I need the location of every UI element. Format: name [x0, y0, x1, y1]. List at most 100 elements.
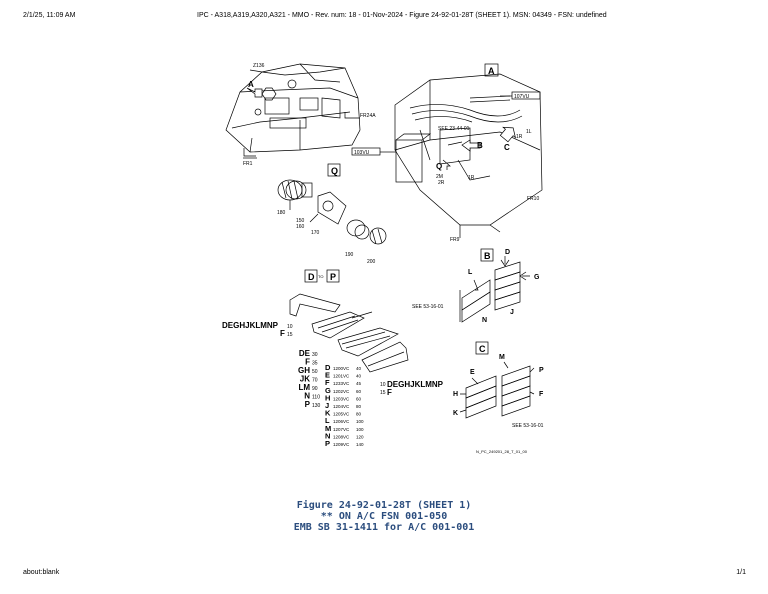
label-103vu: 103VU: [354, 150, 370, 156]
part-letter-right: G: [325, 386, 331, 395]
part-item-right: 45: [356, 381, 362, 386]
cockpit-overview: [225, 63, 361, 157]
footer-page: 1/1: [736, 569, 746, 576]
part-item-left: 30: [312, 352, 318, 358]
part-vc-right: 1200VC: [333, 366, 350, 371]
part-letter-left: LM: [298, 383, 310, 392]
label-view-a: A: [248, 80, 254, 89]
part-letter-right: F: [325, 378, 330, 387]
label-see-c: SEE 53-16-01: [512, 423, 544, 429]
label-107vu: 107VU: [514, 94, 530, 100]
part-item-left: 130: [312, 403, 321, 409]
part-vc-right: 1209VC: [333, 442, 350, 447]
part-item-right: 140: [356, 442, 364, 447]
svg-text:F: F: [280, 329, 285, 338]
part-letter-right: H: [325, 393, 330, 402]
svg-text:10: 10: [380, 382, 386, 388]
svg-text:2R: 2R: [438, 180, 445, 186]
svg-text:F: F: [387, 388, 392, 397]
part-item-left: 35: [312, 361, 318, 367]
label-degh-left: DEGHJKLMNP: [222, 321, 279, 330]
svg-text:M: M: [499, 354, 505, 361]
figure-caption-title: Figure 24-92-01-28T (SHEET 1): [296, 500, 472, 511]
svg-text:K: K: [453, 410, 458, 417]
label-107vu-box: [511, 91, 541, 100]
part-vc-right: 1207VC: [333, 427, 350, 432]
part-item-right: 100: [356, 419, 364, 424]
label-see-b: SEE 53-16-01: [412, 304, 444, 310]
part-letter-right: L: [325, 416, 330, 425]
label-view-b: B: [477, 141, 483, 150]
part-item-left: 90: [312, 386, 318, 392]
part-vc-right: 1206VC: [333, 419, 350, 424]
svg-text:Q: Q: [331, 166, 338, 176]
part-letter-right: K: [325, 409, 331, 418]
view-c-relays: [465, 365, 531, 419]
part-item-right: 80: [356, 404, 362, 409]
part-vc-right: 1201VC: [333, 374, 350, 379]
part-item-right: 80: [356, 412, 362, 417]
print-datetime: 2/1/25, 11:09 AM: [23, 12, 76, 19]
label-z136: Z136: [253, 63, 265, 69]
document-title: IPC - A318,A319,A320,A321 - MMO - Rev. n…: [197, 12, 607, 19]
label-fr9: FR9: [450, 237, 460, 243]
svg-text:10: 10: [287, 324, 293, 330]
footer-url: about:blank: [23, 569, 60, 576]
part-item-right: 60: [356, 389, 362, 394]
svg-text:B: B: [484, 251, 491, 261]
part-item-right: 120: [356, 434, 364, 439]
part-item-left: 50: [312, 369, 318, 375]
part-item-left: 70: [312, 378, 318, 384]
label-fr24a: FR24A: [360, 113, 376, 119]
label-see-23: SEE 23-44-01: [438, 126, 470, 132]
part-item-right: 60: [356, 396, 362, 401]
svg-text:H: H: [453, 391, 458, 398]
part-letter-right: D: [325, 363, 331, 372]
svg-text:TO: TO: [318, 274, 323, 279]
label-fr10: FR10: [527, 196, 539, 202]
figure-caption-sb: EMB SB 31-1411 for A/C 001-001: [293, 522, 475, 533]
view-c-box: [475, 341, 489, 355]
part-letter-right: J: [325, 401, 329, 410]
view-q-connector: [277, 179, 387, 245]
part-item-right: 100: [356, 427, 364, 432]
view-a-box: [484, 63, 499, 77]
svg-text:D: D: [308, 272, 315, 282]
part-vc-right: 1202VC: [333, 389, 350, 394]
view-a-panel: [394, 73, 543, 238]
svg-text:200: 200: [367, 259, 376, 265]
part-letter-left: F: [305, 358, 310, 367]
svg-text:P: P: [330, 272, 336, 282]
part-item-left: 110: [312, 395, 320, 401]
part-vc-right: 1203VC: [333, 396, 350, 401]
part-vc-right: 1205VC: [333, 412, 350, 417]
part-vc-right: 1233VC: [333, 381, 350, 386]
label-fr1: FR1: [243, 161, 253, 167]
figure-caption-effectivity: ** ON A/C FSN 001-050: [320, 511, 448, 522]
svg-text:G: G: [534, 274, 540, 281]
part-letter-right: N: [325, 431, 330, 440]
view-b-box: [480, 248, 494, 262]
svg-text:1R: 1R: [516, 134, 523, 140]
part-letter-right: P: [325, 439, 330, 448]
svg-text:P: P: [539, 367, 544, 374]
label-view-c: C: [504, 143, 510, 152]
svg-text:190: 190: [345, 252, 354, 258]
part-vc-right: 1208VC: [333, 434, 350, 439]
svg-text:160: 160: [296, 224, 305, 230]
part-vc-right: 1204VC: [333, 404, 350, 409]
svg-text:180: 180: [277, 210, 286, 216]
part-letter-left: GH: [298, 366, 310, 375]
svg-text:1L: 1L: [526, 129, 532, 135]
part-letter-left: JK: [300, 375, 310, 384]
part-letter-left: DE: [299, 349, 311, 358]
svg-text:170: 170: [311, 230, 320, 236]
label-view-q: Q: [436, 162, 442, 171]
svg-text:J: J: [510, 309, 514, 316]
svg-text:E: E: [470, 369, 475, 376]
svg-text:1R: 1R: [468, 175, 475, 181]
figure-reference: N_PC_249201_28_T_01_00: [476, 449, 528, 454]
